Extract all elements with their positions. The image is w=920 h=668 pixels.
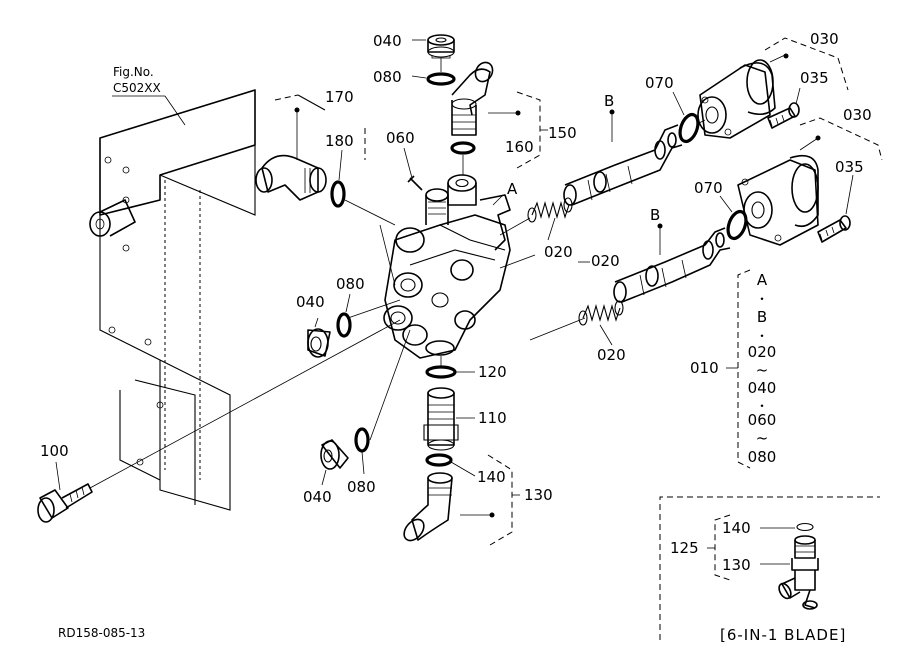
elbow-fitting-170 bbox=[255, 154, 327, 201]
label-130: 130 bbox=[524, 486, 553, 504]
label-060: 060 bbox=[386, 129, 415, 147]
label-130-inset: 130 bbox=[722, 556, 751, 574]
label-040-top: 040 bbox=[373, 32, 402, 50]
label-040-lower: 040 bbox=[303, 488, 332, 506]
screw-035-mid bbox=[817, 215, 851, 243]
label-010: 010 bbox=[690, 359, 719, 377]
o-ring-120 bbox=[425, 365, 457, 379]
o-ring-180 bbox=[330, 180, 346, 208]
mounting-frame bbox=[89, 89, 256, 511]
label-B-top: B bbox=[604, 92, 614, 110]
kit-item-060: 060 bbox=[748, 411, 777, 429]
o-ring-160 bbox=[450, 141, 476, 155]
label-070-top: 070 bbox=[645, 74, 674, 92]
o-ring-070-top bbox=[678, 112, 700, 144]
tee-fitting-130-inset bbox=[778, 535, 819, 610]
label-160: 160 bbox=[505, 138, 534, 156]
fig-ref-line1: Fig.No. bbox=[113, 65, 154, 79]
inset-caption: [6-IN-1 BLADE] bbox=[720, 626, 846, 644]
kit-item-020: 020 bbox=[748, 343, 777, 361]
spring-020-mid bbox=[578, 300, 624, 326]
kit-item-A: A bbox=[757, 271, 768, 289]
label-150: 150 bbox=[548, 124, 577, 142]
label-040-left: 040 bbox=[296, 293, 325, 311]
o-ring-140 bbox=[425, 453, 453, 467]
plug-040-top bbox=[427, 34, 455, 59]
spool-top bbox=[563, 124, 683, 206]
label-080-left: 080 bbox=[336, 275, 365, 293]
label-B-mid: B bbox=[650, 206, 660, 224]
plug-040-lower bbox=[320, 439, 349, 470]
part-labels: 040 080 170 180 060 150 160 A B 070 030 … bbox=[40, 30, 872, 506]
label-080-lower: 080 bbox=[347, 478, 376, 496]
label-120: 120 bbox=[478, 363, 507, 381]
screw-035-top bbox=[767, 102, 800, 129]
fig-ref-line2: C502XX bbox=[113, 81, 161, 95]
label-030-top: 030 bbox=[810, 30, 839, 48]
o-ring-070-mid bbox=[726, 209, 748, 241]
o-ring-140-inset bbox=[796, 522, 814, 532]
label-140: 140 bbox=[477, 468, 506, 486]
label-020-a: 020 bbox=[544, 243, 573, 261]
drawing-code: RD158-085-13 bbox=[58, 626, 145, 640]
spool-mid bbox=[613, 227, 731, 303]
adapter-110 bbox=[423, 387, 459, 451]
inset-6-in-1-blade: 125 140 130 [6-IN-1 BLADE] bbox=[659, 496, 880, 644]
plug-040-left bbox=[307, 328, 331, 358]
o-ring-080-left bbox=[336, 312, 352, 338]
o-ring-080-lower bbox=[354, 427, 370, 453]
label-070-mid: 070 bbox=[694, 179, 723, 197]
kit-item-B: B bbox=[757, 308, 767, 326]
label-125: 125 bbox=[670, 539, 699, 557]
elbow-fitting-130 bbox=[403, 472, 453, 542]
kit-item-040: 040 bbox=[748, 379, 777, 397]
label-100: 100 bbox=[40, 442, 69, 460]
label-020-b: 020 bbox=[591, 252, 620, 270]
solenoid-030-mid bbox=[737, 154, 819, 246]
label-035-top: 035 bbox=[800, 69, 829, 87]
solenoid-030-top bbox=[697, 59, 776, 139]
label-080-top: 080 bbox=[373, 68, 402, 86]
kit-sep-5: ~ bbox=[756, 429, 769, 447]
bolt-100 bbox=[37, 483, 93, 523]
kit-010-list: A ・ B ・ 020 ~ 040 ・ 060 ~ 080 bbox=[748, 271, 777, 466]
kit-item-080: 080 bbox=[748, 448, 777, 466]
label-170: 170 bbox=[325, 88, 354, 106]
label-180: 180 bbox=[325, 132, 354, 150]
label-020-c: 020 bbox=[597, 346, 626, 364]
leader-lines bbox=[55, 37, 883, 546]
label-110: 110 bbox=[478, 409, 507, 427]
valve-body bbox=[383, 174, 511, 359]
spring-020-top bbox=[527, 197, 573, 223]
kit-sep-1: ・ bbox=[756, 292, 768, 306]
assembly-lines bbox=[89, 58, 706, 489]
label-030-mid: 030 bbox=[843, 106, 872, 124]
o-ring-080-top bbox=[426, 72, 456, 86]
kit-sep-3: ~ bbox=[756, 361, 769, 379]
elbow-fitting-150 bbox=[451, 61, 494, 136]
label-035-mid: 035 bbox=[835, 158, 864, 176]
label-A-top: A bbox=[507, 180, 518, 198]
figure-reference: Fig.No. C502XX bbox=[112, 65, 186, 126]
label-140-inset: 140 bbox=[722, 519, 751, 537]
kit-sep-2: ・ bbox=[756, 329, 768, 343]
kit-sep-4: ・ bbox=[756, 399, 768, 413]
